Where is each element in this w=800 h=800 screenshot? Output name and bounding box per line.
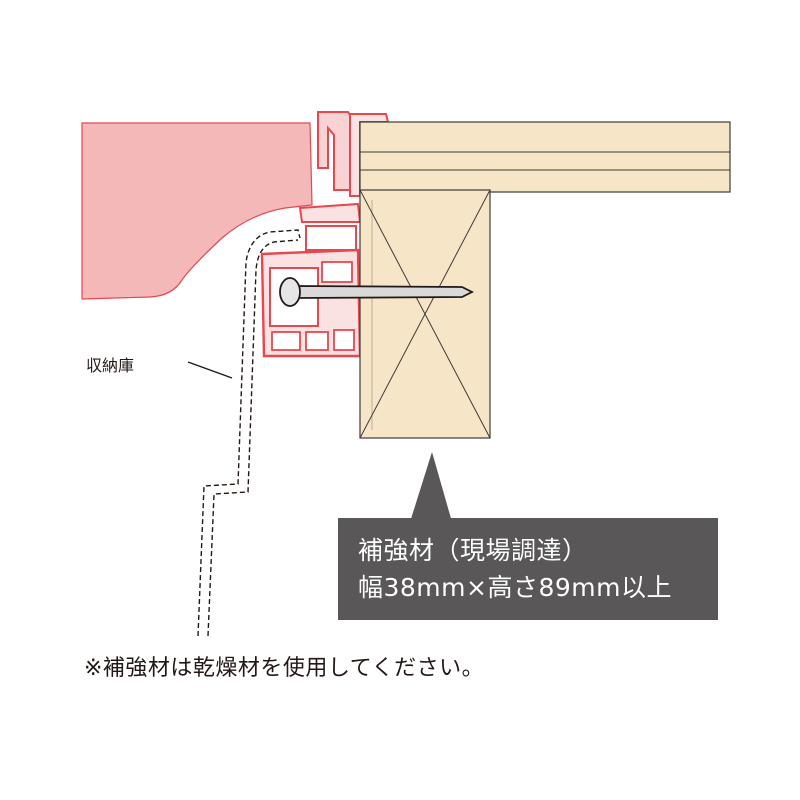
- nail-head: [279, 277, 301, 307]
- storage-wall-outline-inner: [207, 239, 299, 637]
- top-clip: [317, 111, 353, 191]
- storage-label: 収納庫: [86, 356, 135, 375]
- wood-beam-top: [359, 121, 731, 193]
- drying-note: ※補強材は乾燥材を使用してください。: [84, 656, 485, 681]
- callout-spec: 幅38mm×高さ89mm以上: [358, 573, 672, 602]
- storage-body: [81, 122, 313, 300]
- callout-pointer: [410, 452, 452, 522]
- frame-slot-right: [321, 261, 353, 283]
- frame-slot-bottom-1: [271, 331, 301, 351]
- storage-leader-line: [187, 361, 233, 379]
- reinforcement-cross-2: [359, 189, 491, 439]
- nail-icon: [295, 285, 475, 299]
- reinforcement-callout: 補強材（現場調達） 幅38mm×高さ89mm以上: [338, 518, 718, 620]
- frame-slot-upper: [305, 225, 357, 251]
- callout-title: 補強材（現場調達）: [358, 536, 588, 565]
- frame-slot-bottom-3: [333, 329, 355, 351]
- frame-slot-bottom-2: [305, 331, 329, 351]
- storage-wall-outline: [197, 229, 301, 637]
- frame-upper: [298, 202, 362, 223]
